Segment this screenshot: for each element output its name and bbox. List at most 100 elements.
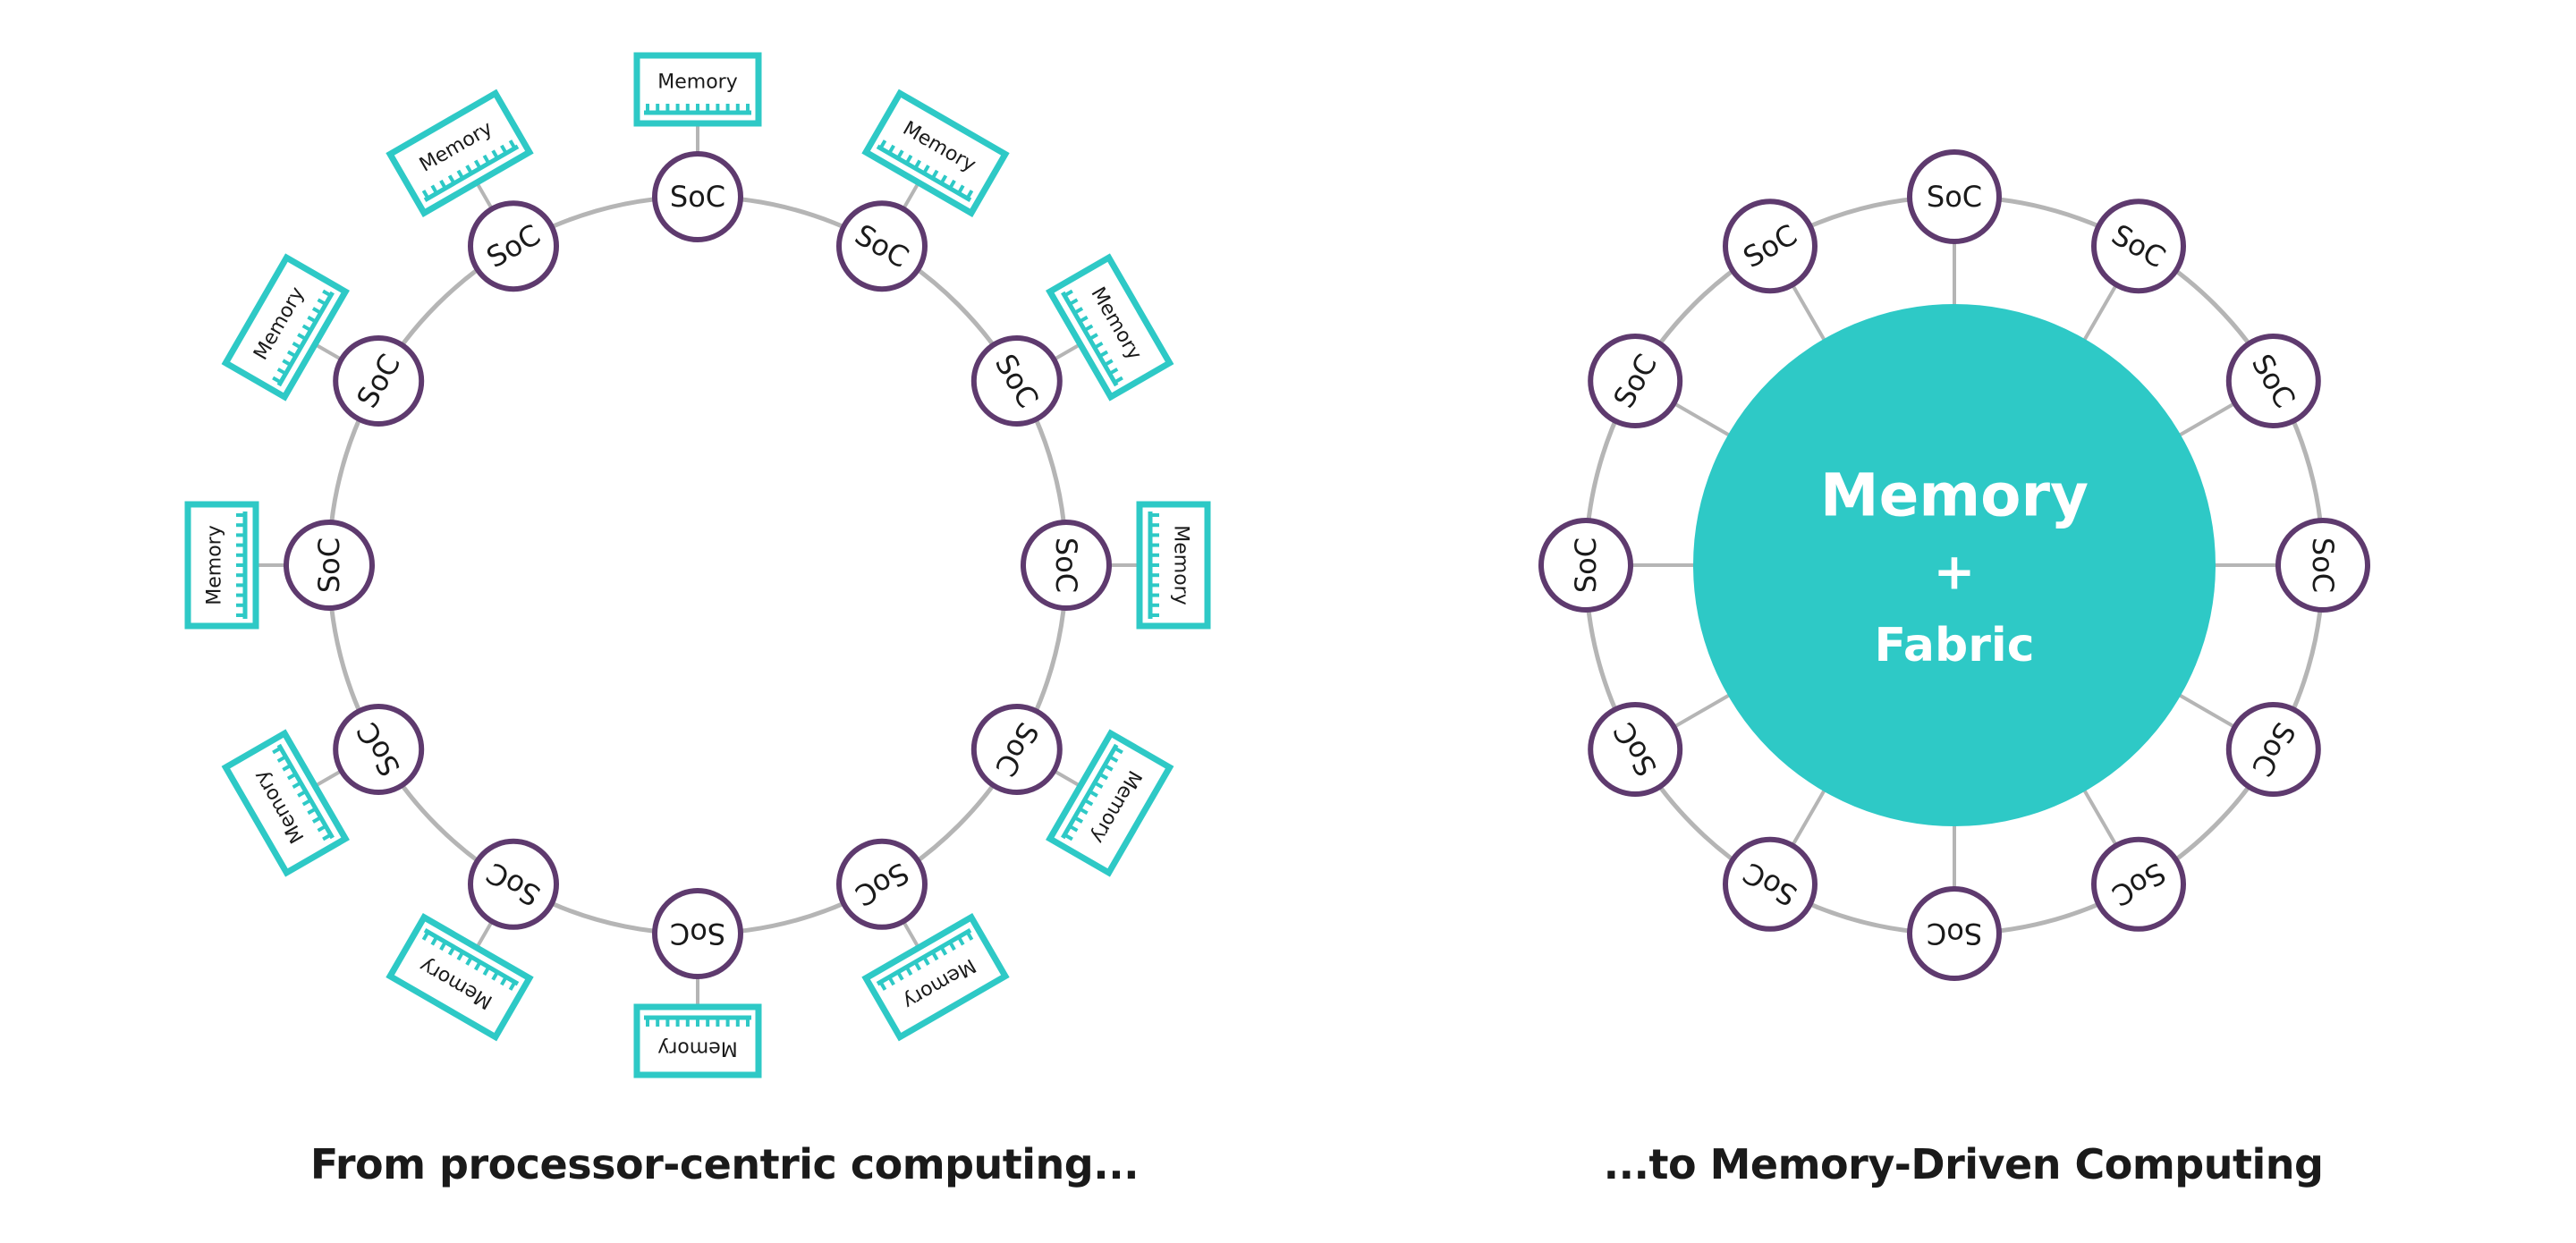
memory-pin (286, 350, 297, 359)
soc-node: SoC (2275, 518, 2370, 613)
memory-pin (887, 144, 895, 155)
memory-pin (1114, 746, 1123, 755)
memory-pin (307, 315, 317, 324)
memory-pin (482, 966, 491, 977)
memory-connector (1051, 768, 1081, 788)
memory-module-frame (861, 913, 1010, 1042)
soc-node-circle (652, 888, 743, 979)
soc-node: SoC (652, 888, 743, 979)
soc-label: SoC (1049, 537, 1083, 593)
hub-label-plus: + (1934, 544, 1976, 602)
memory-module: Memory (386, 89, 534, 217)
caption-processor-centric: From processor-centric computing... (309, 1140, 1140, 1188)
memory-pin (447, 946, 456, 956)
left-ring (326, 194, 1069, 936)
memory-driven-diagram: Memory+FabricSoCSoCSoCSoCSoCSoCSoCSoCSoC… (1538, 149, 2370, 981)
memory-pin (491, 149, 499, 159)
soc-node: SoC (333, 704, 425, 795)
soc-node-circle (2275, 518, 2370, 613)
memory-pin (421, 190, 430, 199)
memory-pin (500, 144, 508, 155)
memory-connector (475, 918, 495, 949)
memory-fabric-hub (1693, 304, 2216, 826)
memory-pin (276, 755, 287, 763)
memory-pin (508, 981, 517, 991)
memory-pin (1068, 824, 1079, 833)
memory-pin (1108, 368, 1119, 376)
memory-pin (430, 935, 438, 946)
memory-pin (1068, 298, 1079, 306)
memory-connector (475, 182, 495, 212)
memory-pin (301, 798, 312, 807)
soc-node: SoC (1588, 334, 1683, 428)
soc-node-circle (1588, 702, 1683, 797)
memory-module: Memory (633, 1003, 762, 1078)
soc-node-circle (1588, 334, 1683, 428)
memory-module: Memory (1046, 729, 1174, 877)
memory-connector (314, 768, 344, 788)
soc-node-circle (333, 335, 425, 427)
memory-pin (896, 149, 904, 159)
memory-pin (930, 951, 939, 961)
memory-pin (282, 764, 292, 772)
memory-connector (1051, 342, 1081, 362)
memory-pin (904, 154, 913, 165)
memory-pin (1083, 324, 1094, 333)
memory-pin (307, 807, 317, 816)
memory-pin (1063, 833, 1073, 841)
memory-module: Memory (861, 913, 1010, 1042)
memory-pin (887, 976, 895, 986)
memory-pin (913, 960, 922, 971)
memory-pin (1104, 359, 1114, 367)
soc-label: SoC (312, 537, 346, 593)
soc-node-circle (1907, 886, 2002, 981)
memory-module-frame (221, 729, 350, 877)
soc-label: SoC (670, 180, 725, 214)
memory-pin (1104, 764, 1114, 772)
soc-node-circle (468, 838, 559, 930)
memory-connector (901, 918, 920, 949)
soc-node: SoC (1907, 149, 2002, 244)
soc-node-circle (284, 520, 375, 611)
memory-pin (1079, 807, 1089, 816)
soc-node: SoC (1907, 886, 2002, 981)
memory-pin (1098, 350, 1109, 359)
soc-node: SoC (333, 335, 425, 427)
soc-node-circle (2091, 199, 2186, 294)
memory-module-frame (221, 253, 350, 402)
memory-pin (1073, 307, 1084, 315)
memory-label: Memory (1170, 525, 1192, 605)
soc-node-circle (1723, 836, 1818, 932)
soc-node: SoC (2225, 702, 2321, 797)
soc-node: SoC (1538, 518, 1633, 613)
memory-module-frame (861, 89, 1010, 217)
soc-node-circle (1723, 199, 1818, 294)
soc-label: SoC (1927, 180, 1982, 214)
memory-pin (1079, 315, 1089, 324)
memory-pin (276, 368, 287, 376)
memory-pin (913, 159, 922, 170)
soc-node-circle (836, 200, 928, 292)
soc-node-circle (1021, 520, 1112, 611)
memory-pin (1073, 816, 1084, 824)
memory-pin (1108, 755, 1119, 763)
soc-label: SoC (2306, 537, 2340, 593)
memory-pin (922, 956, 930, 966)
memory-pin (430, 184, 438, 195)
memory-pin (1089, 790, 1098, 798)
memory-pin (473, 159, 482, 170)
memory-module-frame (1046, 729, 1174, 877)
memory-pin-rail (876, 144, 972, 202)
memory-module-frame (386, 913, 534, 1042)
memory-pin (1089, 333, 1098, 341)
soc-label: SoC (670, 917, 725, 951)
soc-label: SoC (1569, 537, 1603, 593)
memory-pin (292, 341, 302, 350)
soc-node: SoC (1588, 702, 1683, 797)
soc-node: SoC (836, 838, 928, 930)
memory-pin (456, 951, 465, 961)
memory-pin (465, 165, 473, 174)
memory-pin (896, 971, 904, 981)
memory-pin (500, 976, 508, 986)
memory-pin (311, 307, 322, 315)
